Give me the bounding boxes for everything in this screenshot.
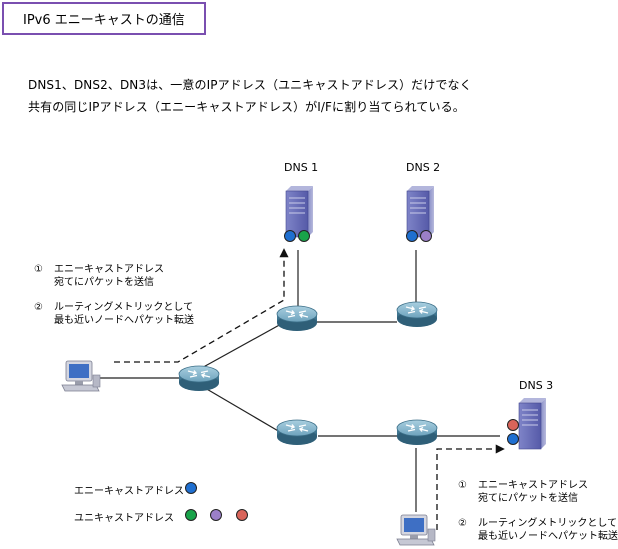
note-left-step1-line2: 宛てにパケットを送信 — [54, 277, 154, 288]
dns1-anycast-dot — [284, 230, 296, 242]
page-title: IPv6 エニーキャストの通信 — [2, 2, 206, 35]
legend-unicast-red-dot — [236, 509, 248, 521]
legend-unicast-label: ユニキャストアドレス — [74, 513, 174, 524]
legend-unicast-green-dot — [185, 509, 197, 521]
note-right-step2-num: ② — [458, 518, 467, 529]
note-right-step2-line2: 最も近いノードへパケット転送 — [478, 531, 618, 542]
router-4 — [276, 419, 318, 446]
legend-anycast-dot — [185, 482, 197, 494]
router-2 — [276, 305, 318, 332]
note-right-step1-line1: エニーキャストアドレス — [478, 480, 588, 491]
dns2-unicast-dot — [420, 230, 432, 242]
dns2-anycast-dot — [406, 230, 418, 242]
router-5 — [396, 419, 438, 446]
pc-2-icon — [396, 514, 436, 546]
note-right-step2-line1: ルーティングメトリックとして — [478, 518, 618, 529]
note-left-step2-line2: 最も近いノードへパケット転送 — [54, 315, 194, 326]
note-right-step1-num: ① — [458, 480, 467, 491]
router-3 — [396, 301, 438, 328]
note-left-step1-line1: エニーキャストアドレス — [54, 264, 164, 275]
note-right-step1-line2: 宛てにパケットを送信 — [478, 493, 578, 504]
dns3-anycast-dot — [507, 433, 519, 445]
note-left-step1-num: ① — [34, 264, 43, 275]
dns3-label: DNS 3 — [519, 379, 554, 392]
link-r1-r4 — [204, 387, 281, 433]
legend-unicast-purple-dot — [210, 509, 222, 521]
page-title-text: IPv6 エニーキャストの通信 — [23, 13, 185, 28]
description-line-2: 共有の同じIPアドレス（エニーキャストアドレス）がI/Fに割り当てられている。 — [28, 100, 465, 114]
dns3-server-icon — [518, 397, 547, 450]
anycast-path-to-dns3 — [436, 444, 505, 530]
pc-1-icon — [61, 360, 101, 392]
link-r1-r2 — [197, 317, 293, 371]
dns3-unicast-dot — [507, 419, 519, 431]
dns2-label: DNS 2 — [406, 161, 441, 174]
dns1-unicast-dot — [298, 230, 310, 242]
description-line-1: DNS1、DNS2、DN3は、一意のIPアドレス（ユニキャストアドレス）だけでな… — [28, 78, 472, 92]
router-1 — [178, 365, 220, 392]
anycast-path-to-dns1 — [114, 248, 289, 363]
note-left-step2-num: ② — [34, 302, 43, 313]
note-left-step2-line1: ルーティングメトリックとして — [54, 302, 194, 313]
legend-anycast-label: エニーキャストアドレス — [74, 486, 184, 497]
dns1-label: DNS 1 — [284, 161, 319, 174]
